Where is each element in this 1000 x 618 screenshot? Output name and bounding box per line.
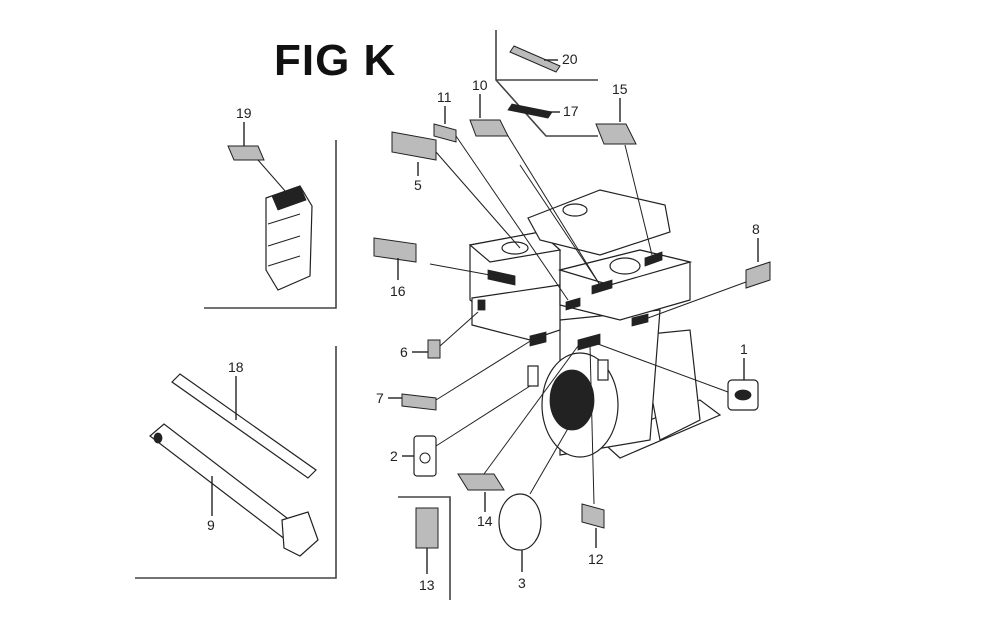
callout-3: 3 bbox=[518, 575, 526, 591]
pointer-10 bbox=[507, 135, 601, 286]
panel-frames bbox=[135, 30, 598, 600]
control-lever bbox=[527, 365, 539, 387]
callout-19: 19 bbox=[236, 105, 252, 121]
pointer-7 bbox=[435, 339, 533, 401]
callout-16: 16 bbox=[390, 283, 406, 299]
decal-side bbox=[477, 299, 486, 311]
part-17-decal bbox=[507, 103, 553, 119]
callout-2: 2 bbox=[390, 448, 398, 464]
fuel-cap bbox=[609, 257, 641, 275]
recoil-starter-hub bbox=[549, 369, 595, 431]
pointer-1 bbox=[597, 343, 729, 393]
part-11-decal bbox=[433, 123, 457, 143]
callout-18: 18 bbox=[228, 359, 244, 375]
callout-10: 10 bbox=[472, 77, 488, 93]
callout-9: 9 bbox=[207, 517, 215, 533]
part-6-decal bbox=[427, 339, 441, 359]
frame-bottom-center bbox=[398, 496, 451, 600]
part-15-decal bbox=[595, 123, 637, 145]
figure-title: FIG K bbox=[274, 36, 397, 85]
filter-rib-2 bbox=[267, 235, 301, 247]
callout-20: 20 bbox=[562, 51, 578, 67]
pointer-15 bbox=[624, 144, 653, 256]
control-knob bbox=[597, 359, 609, 381]
fuel-tank-back bbox=[527, 189, 671, 256]
frame-top-center bbox=[495, 30, 598, 137]
air-cleaner-knob bbox=[501, 241, 529, 255]
pointer-12 bbox=[589, 344, 595, 505]
pointer-11 bbox=[455, 135, 569, 301]
callout-17: 17 bbox=[563, 103, 579, 119]
part-12-decal bbox=[581, 503, 605, 529]
callout-15: 15 bbox=[612, 81, 628, 97]
pointer-14 bbox=[483, 345, 579, 475]
part-20-decal bbox=[509, 45, 561, 73]
part-9-end bbox=[153, 432, 163, 444]
pointer-6 bbox=[439, 311, 479, 347]
part-10-decal bbox=[469, 119, 509, 137]
air-filter-top bbox=[271, 185, 307, 211]
part-1-emblem bbox=[734, 389, 752, 401]
filter-rib-1 bbox=[267, 213, 301, 225]
fuel-tank-vent bbox=[562, 203, 588, 217]
pointer-8 bbox=[647, 281, 747, 319]
callout-13: 13 bbox=[419, 577, 435, 593]
callout-14: 14 bbox=[477, 513, 493, 529]
part-9-fitting bbox=[281, 511, 319, 557]
filter-rib-3 bbox=[267, 255, 301, 267]
part-7-decal bbox=[401, 393, 437, 411]
part-2-hole bbox=[419, 452, 431, 464]
part-19-decal bbox=[227, 145, 265, 161]
engine-assembly bbox=[468, 189, 722, 459]
pointer-17 bbox=[519, 164, 601, 286]
part-3-emblem bbox=[498, 493, 542, 551]
part-16-decal bbox=[373, 237, 417, 263]
part-13-decal bbox=[415, 507, 439, 549]
callout-12: 12 bbox=[588, 551, 604, 567]
decal-tank-front bbox=[591, 279, 613, 295]
pointer-3 bbox=[529, 424, 571, 495]
part-5-decal bbox=[391, 131, 437, 161]
frame-top-left bbox=[204, 140, 337, 309]
pointer-19 bbox=[257, 159, 287, 193]
callout-7: 7 bbox=[376, 390, 384, 406]
decal-tank-top bbox=[644, 251, 663, 267]
part-14-decal bbox=[457, 473, 505, 491]
callout-labels: 20 17 10 11 15 5 16 8 1 6 7 2 14 3 12 13… bbox=[207, 51, 760, 593]
callout-6: 6 bbox=[400, 344, 408, 360]
callout-8: 8 bbox=[752, 221, 760, 237]
decal-under-tank bbox=[565, 297, 581, 311]
part-18-tube bbox=[171, 373, 317, 479]
frame-bottom-left bbox=[135, 346, 337, 579]
callout-11: 11 bbox=[437, 89, 452, 105]
part-9-tube bbox=[149, 423, 301, 541]
leader-lines bbox=[211, 59, 759, 574]
part-8-decal bbox=[745, 261, 771, 289]
pointer-5 bbox=[435, 151, 521, 249]
callout-1: 1 bbox=[740, 341, 748, 357]
part-2-plate bbox=[413, 435, 437, 477]
decal-tank-side bbox=[631, 313, 649, 327]
loose-parts bbox=[149, 45, 771, 557]
callout-5: 5 bbox=[414, 177, 422, 193]
pointer-2 bbox=[435, 385, 531, 447]
decal-control bbox=[529, 331, 547, 347]
pointer-16 bbox=[429, 263, 491, 276]
decal-air-cleaner bbox=[487, 269, 516, 286]
